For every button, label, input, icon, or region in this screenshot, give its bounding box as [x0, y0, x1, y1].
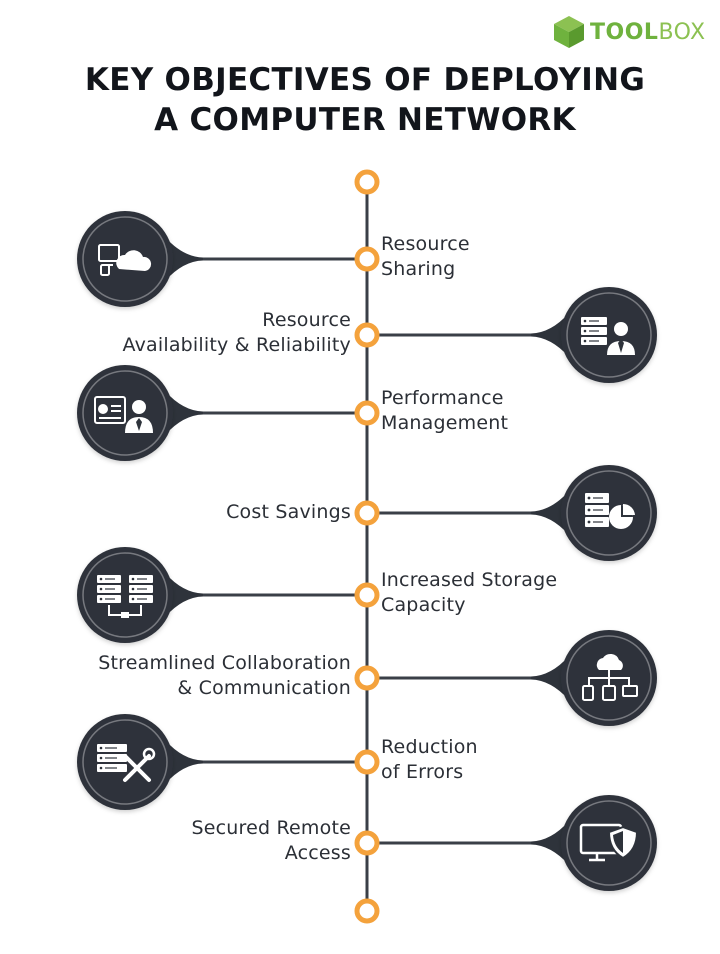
objective-icon-circle	[77, 365, 173, 461]
timeline-node	[354, 830, 380, 856]
timeline-node	[354, 749, 380, 775]
objective-label: Cost Savings	[226, 500, 351, 525]
objective-label-line-2: Availability & Reliability	[122, 334, 351, 356]
objective-label-line-2: & Communication	[177, 677, 351, 699]
connector-neck	[165, 573, 203, 617]
toolbox-logo: TOOLBOX	[552, 12, 706, 52]
objective-icon-circle	[77, 547, 173, 643]
objective-label: Reduction of Errors	[381, 735, 478, 785]
connector-neck	[165, 740, 203, 784]
brand-name: TOOLBOX	[590, 19, 706, 45]
timeline-node	[354, 400, 380, 426]
objective-label-line-2: Capacity	[381, 594, 466, 616]
timeline-node	[354, 582, 380, 608]
connector-neck	[531, 313, 569, 357]
objective-icon-circle	[77, 211, 173, 307]
cube-icon	[554, 16, 584, 48]
timeline-node	[354, 246, 380, 272]
devices-cloud-icon	[98, 244, 152, 276]
title-line-1: KEY OBJECTIVES OF DEPLOYING	[84, 62, 646, 98]
title-line-2: A COMPUTER NETWORK	[154, 102, 576, 138]
server-pie-chart-icon	[585, 493, 635, 529]
cloud-network-icon	[582, 653, 638, 701]
connector-neck	[165, 391, 203, 435]
connector-neck	[165, 237, 203, 281]
objective-label-line-1: Streamlined Collaboration	[98, 652, 351, 674]
objective-label-line-2: Management	[381, 412, 509, 434]
objective-label-line-1: Performance	[381, 387, 504, 409]
objective-label-line-2: Access	[284, 842, 351, 864]
connector-neck	[531, 656, 569, 700]
objective-icon-circle	[561, 465, 657, 561]
objective-label-line-2: of Errors	[381, 761, 464, 783]
objective-label: Streamlined Collaboration & Communication	[98, 651, 351, 701]
objective-label-line-2: Sharing	[381, 258, 456, 280]
timeline-node	[354, 665, 380, 691]
objective-label-line-1: Resource	[381, 233, 470, 255]
objective-label-line-1: Resource	[262, 309, 351, 331]
presentation-person-icon	[94, 396, 153, 433]
objective-label-line-1: Increased Storage	[381, 569, 558, 591]
connector-neck	[531, 821, 569, 865]
server-tools-icon	[97, 744, 156, 782]
linked-servers-icon	[97, 575, 153, 618]
timeline-node	[354, 500, 380, 526]
timeline-end-node	[354, 898, 380, 924]
objective-icon-circle	[561, 795, 657, 891]
server-admin-icon	[581, 317, 635, 355]
timeline-start-node	[354, 169, 380, 195]
objective-label-line-1: Secured Remote	[191, 817, 351, 839]
connector-neck	[531, 491, 569, 535]
objective-icon-circle	[561, 287, 657, 383]
objective-label-line-1: Reduction	[381, 736, 478, 758]
monitor-shield-icon	[579, 823, 639, 862]
timeline-node	[354, 322, 380, 348]
objective-icon-circle	[561, 630, 657, 726]
objective-icon-circle	[77, 714, 173, 810]
page-title: KEY OBJECTIVES OF DEPLOYING A COMPUTER N…	[0, 60, 720, 140]
objective-label-line-1: Cost Savings	[226, 501, 351, 523]
